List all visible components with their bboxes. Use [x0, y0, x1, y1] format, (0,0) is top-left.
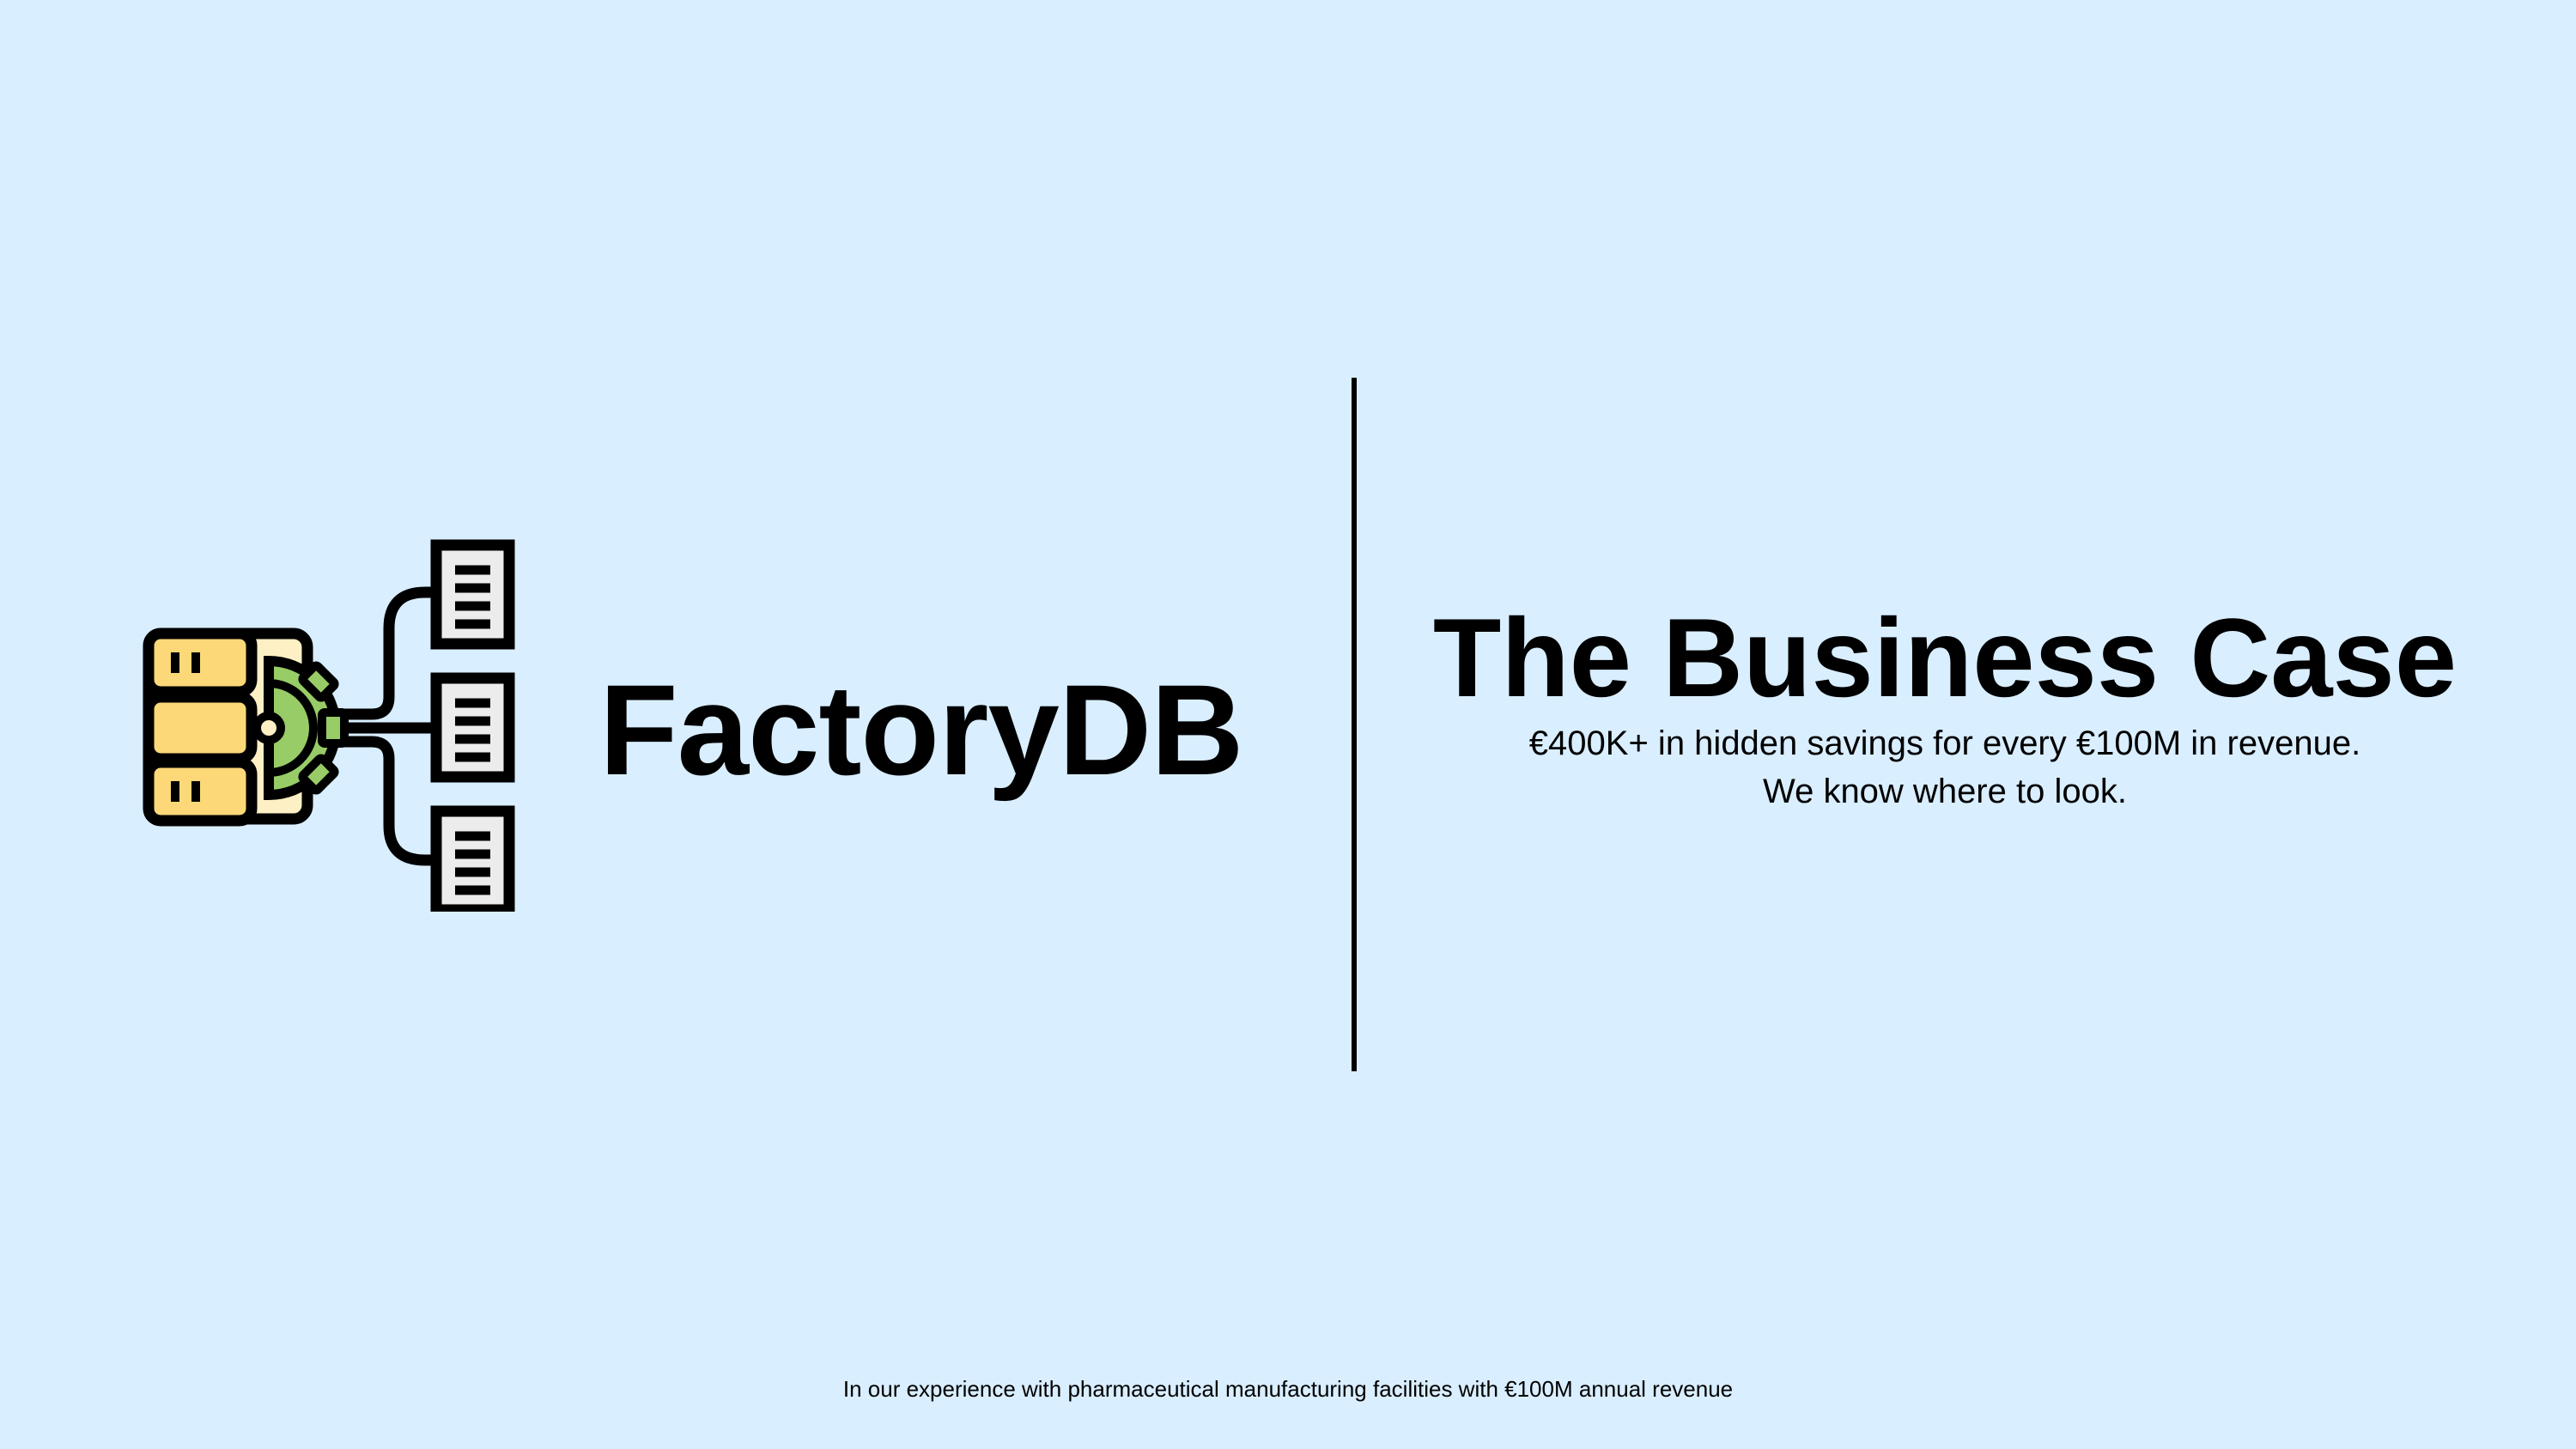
server-icon	[143, 756, 258, 827]
document-icon	[430, 805, 515, 912]
document-icon	[430, 672, 515, 783]
factory-database-icon	[143, 539, 515, 912]
headline-block: The Business Case €400K+ in hidden savin…	[1382, 597, 2507, 815]
footnote: In our experience with pharmaceutical ma…	[842, 1376, 1734, 1402]
vertical-divider	[1352, 378, 1357, 1071]
brand-name: FactoryDB	[599, 658, 1243, 802]
page-title: The Business Case	[1432, 595, 2458, 720]
server-icon	[143, 627, 258, 698]
subtitle-line-2: We know where to look.	[1763, 773, 2127, 810]
document-icon	[430, 539, 515, 650]
gear-icon	[252, 655, 349, 801]
subtitle-line-1: €400K+ in hidden savings for every €100M…	[1528, 724, 2361, 762]
server-icon	[143, 691, 258, 765]
